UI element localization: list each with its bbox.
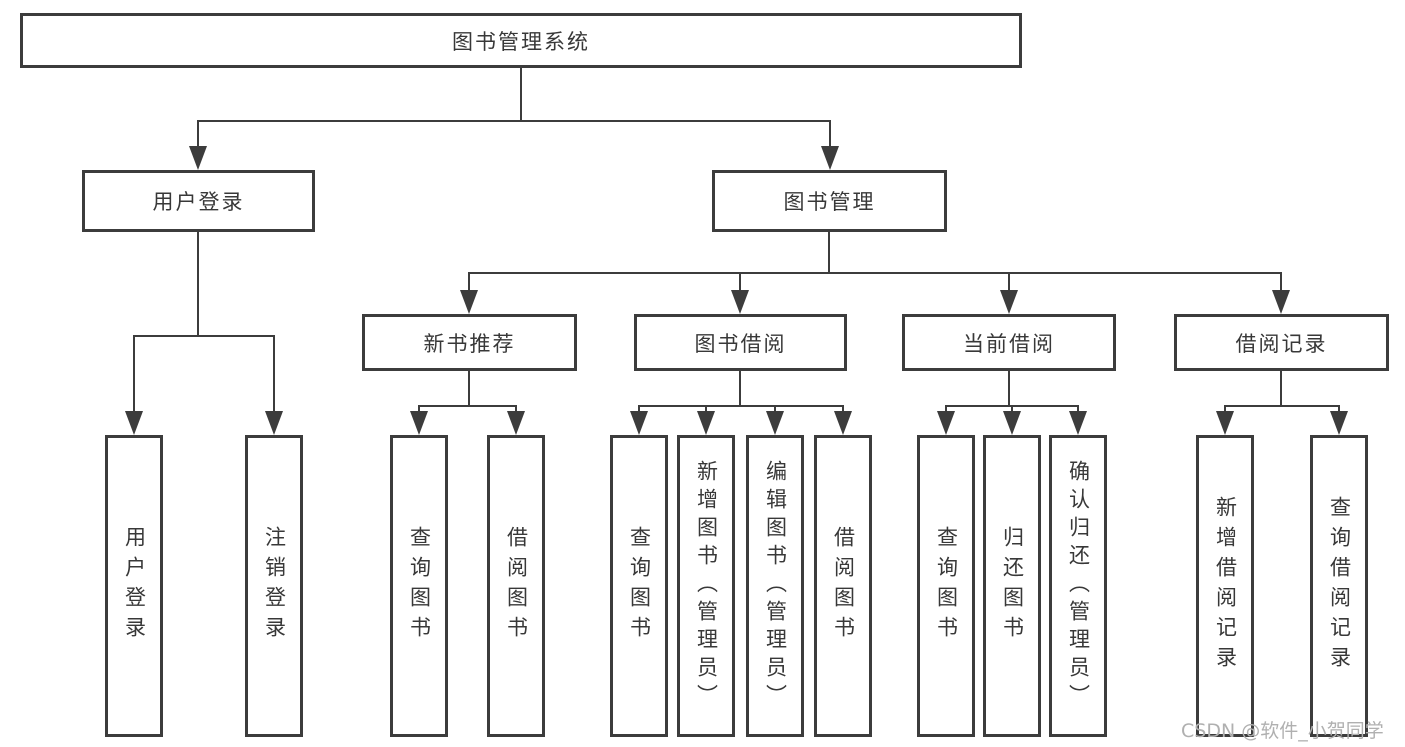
connector-drop-recd-query [1338, 405, 1340, 413]
node-new-book-recommend: 新书推荐 [362, 314, 577, 371]
leaf-recommend-query-books: 查询图书 [390, 435, 448, 737]
leaf-current-return-books-label: 归还图书 [1000, 526, 1025, 646]
connector-drop-recommend [468, 272, 470, 292]
connector-borrow-crossbar [638, 405, 844, 407]
arrowhead-user-login-icon [189, 146, 207, 170]
connector-user-crossbar [133, 335, 275, 337]
leaf-borrow-edit-books-admin: 编辑图书（管理员） [746, 435, 804, 737]
leaf-logout: 注销登录 [245, 435, 303, 737]
connector-drop-cur-return [1011, 405, 1013, 413]
connector-current-stem [1008, 371, 1010, 405]
leaf-borrow-query-books-label: 查询图书 [627, 526, 652, 646]
connector-drop-cur-query [945, 405, 947, 413]
leaf-current-query-books-label: 查询图书 [934, 526, 959, 646]
leaf-recommend-borrow-books: 借阅图书 [487, 435, 545, 737]
connector-drop-leaf-login [133, 335, 135, 413]
arrowhead-bor-query-icon [630, 411, 648, 435]
node-book-management-label: 图书管理 [783, 190, 876, 214]
arrowhead-recd-add-icon [1216, 411, 1234, 435]
connector-records-stem [1280, 371, 1282, 405]
leaf-current-query-books: 查询图书 [917, 435, 975, 737]
arrowhead-borrow-icon [731, 290, 749, 314]
arrowhead-records-icon [1272, 290, 1290, 314]
connector-drop-book-mgmt [829, 120, 831, 148]
leaf-current-confirm-return-admin-label: 确认归还（管理员） [1066, 460, 1091, 712]
leaf-logout-label: 注销登录 [262, 526, 287, 646]
arrowhead-recommend-icon [460, 290, 478, 314]
node-root-library-management-system: 图书管理系统 [20, 13, 1022, 68]
leaf-records-query-record: 查询借阅记录 [1310, 435, 1368, 737]
node-book-borrow: 图书借阅 [634, 314, 847, 371]
connector-recommend-stem [468, 371, 470, 405]
arrowhead-rec-borrow-icon [507, 411, 525, 435]
connector-records-crossbar [1224, 405, 1340, 407]
connector-drop-recd-add [1224, 405, 1226, 413]
arrowhead-cur-confirm-icon [1069, 411, 1087, 435]
connector-user-stem [197, 232, 199, 335]
leaf-current-confirm-return-admin: 确认归还（管理员） [1049, 435, 1107, 737]
connector-borrow-stem [739, 371, 741, 405]
connector-drop-bor-add [705, 405, 707, 413]
leaf-records-add-record-label: 新增借阅记录 [1213, 496, 1238, 676]
arrowhead-cur-query-icon [937, 411, 955, 435]
connector-recommend-crossbar [418, 405, 517, 407]
node-root-label: 图书管理系统 [452, 29, 590, 54]
arrowhead-bor-edit-icon [766, 411, 784, 435]
connector-root-crossbar [197, 120, 831, 122]
node-current-borrow-label: 当前借阅 [963, 331, 1055, 356]
connector-mgmt-stem [828, 232, 830, 272]
leaf-borrow-add-books-admin: 新增图书（管理员） [677, 435, 735, 737]
leaf-recommend-query-books-label: 查询图书 [407, 526, 432, 646]
arrowhead-book-mgmt-icon [821, 146, 839, 170]
node-borrow-records: 借阅记录 [1174, 314, 1389, 371]
connector-root-stem [520, 68, 522, 120]
arrowhead-leaf-login-icon [125, 411, 143, 435]
leaf-records-query-record-label: 查询借阅记录 [1327, 496, 1352, 676]
connector-drop-bor-edit [774, 405, 776, 413]
connector-drop-borrow [739, 272, 741, 292]
node-current-borrow: 当前借阅 [902, 314, 1116, 371]
leaf-user-login-label: 用户登录 [122, 526, 147, 646]
connector-drop-bor-borrow [842, 405, 844, 413]
leaf-borrow-add-books-admin-label: 新增图书（管理员） [694, 460, 719, 712]
leaf-borrow-borrow-books: 借阅图书 [814, 435, 872, 737]
node-new-book-recommend-label: 新书推荐 [423, 331, 516, 356]
node-book-borrow-label: 图书借阅 [694, 331, 787, 356]
connector-drop-rec-query [418, 405, 420, 413]
leaf-recommend-borrow-books-label: 借阅图书 [504, 526, 529, 646]
arrowhead-cur-return-icon [1003, 411, 1021, 435]
connector-drop-current [1008, 272, 1010, 292]
connector-drop-records [1280, 272, 1282, 292]
csdn-watermark: CSDN @软件_小贺同学 [1181, 720, 1384, 742]
arrowhead-bor-add-icon [697, 411, 715, 435]
connector-drop-user-login [197, 120, 199, 148]
connector-drop-leaf-logout [273, 335, 275, 413]
leaf-borrow-query-books: 查询图书 [610, 435, 668, 737]
leaf-records-add-record: 新增借阅记录 [1196, 435, 1254, 737]
node-book-management: 图书管理 [712, 170, 947, 232]
node-user-login-label: 用户登录 [152, 190, 245, 214]
leaf-borrow-borrow-books-label: 借阅图书 [831, 526, 856, 646]
node-user-login: 用户登录 [82, 170, 315, 232]
arrowhead-bor-borrow-icon [834, 411, 852, 435]
leaf-borrow-edit-books-admin-label: 编辑图书（管理员） [763, 460, 788, 712]
connector-drop-cur-confirm [1077, 405, 1079, 413]
connector-drop-bor-query [638, 405, 640, 413]
leaf-current-return-books: 归还图书 [983, 435, 1041, 737]
arrowhead-recd-query-icon [1330, 411, 1348, 435]
connector-drop-rec-borrow [515, 405, 517, 413]
connector-mgmt-crossbar [468, 272, 1282, 274]
arrowhead-current-icon [1000, 290, 1018, 314]
arrowhead-leaf-logout-icon [265, 411, 283, 435]
arrowhead-rec-query-icon [410, 411, 428, 435]
node-borrow-records-label: 借阅记录 [1235, 331, 1328, 356]
leaf-user-login: 用户登录 [105, 435, 163, 737]
